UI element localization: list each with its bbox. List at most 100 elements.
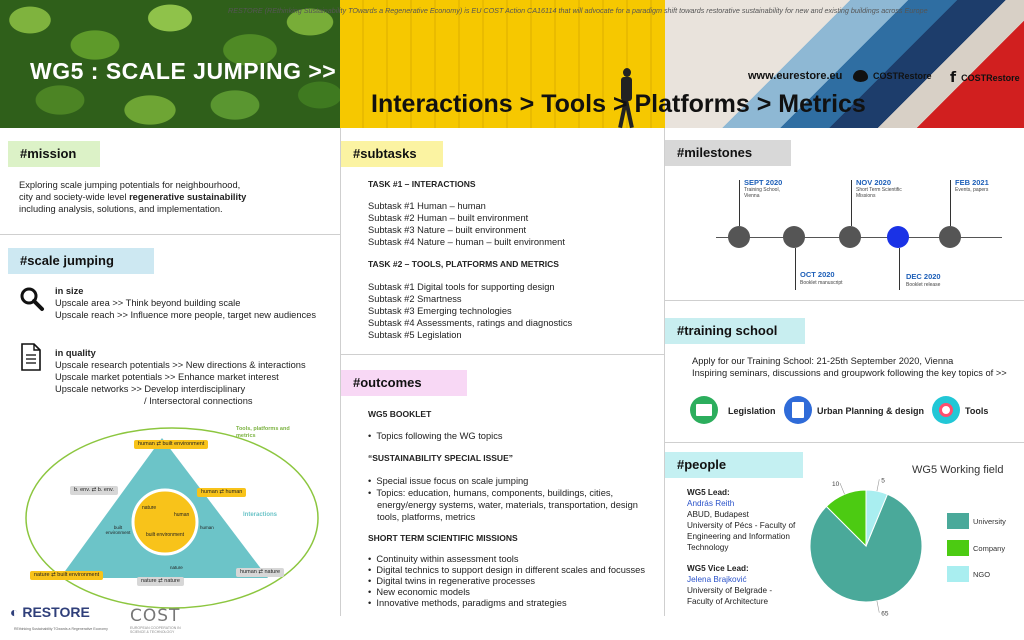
mission-line: Exploring scale jumping potentials for n…	[19, 180, 241, 190]
timeline-tick	[795, 248, 796, 290]
relation-label: nature	[34, 572, 50, 578]
chart-title: WG5 Working field	[912, 464, 1004, 476]
people-tag: #people	[665, 452, 803, 478]
outcome-item: • Topics following the WG topics	[368, 431, 503, 441]
lead-heading: WG5 Lead:	[687, 488, 730, 497]
relation-box: b. env. ⇄ b. env.	[70, 486, 118, 495]
milestone-dot[interactable]	[839, 226, 861, 248]
pie-value-label: 5	[881, 477, 885, 484]
outcome-item: • Continuity within assessment tools	[368, 554, 519, 564]
website-link[interactable]: www.eurestore.eu	[748, 70, 842, 82]
pie-value-label: 10	[832, 481, 840, 488]
milestone-date: FEB 2021	[955, 178, 989, 187]
outcomes-tag: #outcomes	[341, 370, 467, 396]
vice-name[interactable]: Jelena Brajković	[687, 575, 747, 584]
page-title: WG5 : SCALE JUMPING >>	[30, 58, 337, 84]
relation-label: human	[138, 441, 155, 447]
milestone-desc: Events, papers	[955, 187, 989, 193]
mission-text: Exploring scale jumping potentials for n…	[19, 179, 319, 215]
subtask-item: Subtask #3 Nature – built environment	[368, 225, 527, 235]
relation-label: human	[240, 569, 257, 575]
vice-affiliation: University of Belgrade -	[687, 586, 773, 595]
section-divider	[0, 234, 340, 235]
subtask-item: Subtask #4 Nature – human – built enviro…	[368, 237, 565, 247]
tools-gear-icon	[932, 396, 960, 424]
subtasks-tag: #subtasks	[341, 141, 443, 167]
section-divider	[664, 442, 1024, 443]
section-divider	[340, 354, 664, 355]
in-quality-line: Upscale networks >> Develop interdiscipl…	[55, 384, 246, 394]
icon-human-label: human	[200, 525, 214, 530]
outcome-item-text: New economic models	[376, 587, 470, 597]
milestones-tag: #milestones	[665, 140, 791, 166]
relation-box: nature ⇄ nature	[137, 577, 184, 586]
document-icon	[21, 343, 41, 371]
in-size-line: Upscale reach >> Influence more people, …	[55, 310, 316, 320]
website-text: www.eurestore.eu	[748, 70, 843, 82]
milestone-date: OCT 2020	[800, 270, 835, 279]
relation-label: built environment	[162, 441, 205, 447]
milestone-dot[interactable]	[728, 226, 750, 248]
lead-name[interactable]: András Reith	[687, 499, 735, 508]
restore-logo: ◐ RESTORE	[10, 604, 90, 620]
icon-nature-label: nature	[170, 565, 183, 570]
outcome-item-text: Topics following the WG topics	[376, 431, 503, 441]
legend-label: University	[973, 517, 1006, 526]
milestone-date: SEPT 2020	[744, 178, 783, 187]
stsm-heading: SHORT TERM SCIENTIFIC MISSIONS	[368, 533, 518, 543]
mission-line: including analysis, solutions, and imple…	[19, 204, 223, 214]
subtask-item: Subtask #2 Smartness	[368, 294, 462, 304]
pie-slice-university	[809, 493, 923, 603]
relation-box: human ⇄ human	[197, 488, 247, 497]
relation-label: human	[225, 489, 243, 495]
center-nature: nature	[142, 505, 157, 511]
diagram-shapes	[25, 427, 319, 609]
relation-label: b. env.	[74, 487, 91, 493]
cost-logo: COST	[130, 606, 181, 626]
twitter-link[interactable]: COSTRestore	[853, 70, 932, 82]
timeline-tick	[739, 180, 740, 226]
header-leaf-image	[0, 0, 340, 128]
icon-built-label: built environment	[105, 525, 131, 535]
lead-affiliation: Engineering and Information	[687, 532, 790, 541]
in-quality-line: / Intersectoral connections	[144, 396, 253, 406]
twitter-handle: COSTRestore	[873, 71, 932, 81]
topic-legislation: Legislation	[728, 406, 776, 416]
training-line: Inspiring seminars, discussions and grou…	[692, 368, 1007, 378]
timeline-tick	[899, 248, 900, 290]
outcome-item-text: Digital twins in regenerative processes	[376, 576, 536, 586]
lead-affiliation: ABUD, Budapest	[687, 510, 749, 519]
vice-heading: WG5 Vice Lead:	[687, 564, 749, 573]
subtask-item: Subtask #1 Digital tools for supporting …	[368, 282, 555, 292]
relation-box: human ⇄ built environment	[134, 440, 209, 449]
outcome-item: • Digital twins in regenerative processe…	[368, 576, 536, 586]
in-quality-heading: in quality	[55, 348, 96, 358]
outcome-item-text: Innovative methods, paradigms and strate…	[376, 598, 567, 608]
milestone-dot[interactable]	[939, 226, 961, 248]
twitter-icon	[853, 70, 868, 82]
timeline-tick	[950, 180, 951, 226]
relation-label: b. env.	[97, 487, 114, 493]
milestone-dot-active[interactable]	[887, 226, 909, 248]
mission-tag: #mission	[8, 141, 100, 167]
relation-box: human ⇄ nature	[236, 568, 285, 577]
relation-box: nature ⇄ built environment	[30, 571, 104, 580]
outcome-item: • Digital technics to support design in …	[368, 565, 645, 575]
tools-label: Tools, platforms and metrics	[236, 426, 290, 439]
milestone-dot[interactable]	[783, 226, 805, 248]
footer-text: RESTORE (REthinking Sustainability TOwar…	[228, 6, 928, 15]
outcome-item: • Topics: education, humans, components,…	[368, 488, 638, 522]
scale-jumping-tag: #scale jumping	[8, 248, 154, 274]
outcome-item: • Innovative methods, paradigms and stra…	[368, 598, 567, 608]
relation-label: built environment	[57, 572, 100, 578]
relation-label: nature	[264, 569, 281, 575]
pie-leader-line	[876, 479, 880, 492]
magnifier-icon	[20, 287, 44, 311]
milestone-desc: Booklet manuscript	[800, 280, 843, 286]
milestone-desc: Training School, Vienna	[744, 187, 780, 199]
header-yellow-wall-image	[340, 0, 665, 128]
restore-logo-text: RESTORE	[22, 604, 90, 620]
